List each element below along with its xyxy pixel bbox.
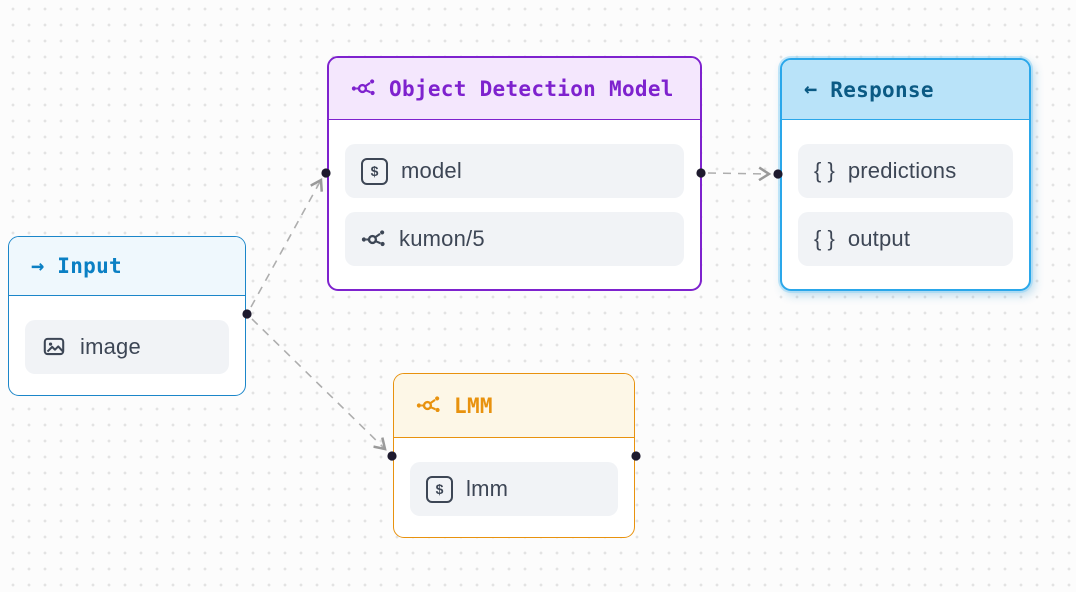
response-row-output-label: output bbox=[847, 226, 911, 251]
response-row-predictions-label: predictions bbox=[847, 158, 957, 183]
lmm-row-lmm: $ lmm bbox=[410, 462, 618, 516]
response-row-predictions: { } predictions bbox=[798, 144, 1013, 198]
handle-lmm-output[interactable] bbox=[631, 451, 641, 461]
edge-input-to-object-detection-model[interactable] bbox=[250, 180, 321, 308]
node-input-title: Input bbox=[57, 254, 122, 278]
node-response-header: ← Response bbox=[782, 60, 1029, 120]
node-object-detection-model[interactable]: Object Detection Model $ model bbox=[327, 56, 702, 291]
braces-icon: { } bbox=[814, 226, 835, 251]
parameter-dollar-icon: $ bbox=[426, 475, 453, 503]
node-input-header: → Input bbox=[9, 237, 245, 296]
input-row-image-label: image bbox=[80, 334, 141, 359]
odm-row-model-label: model bbox=[401, 158, 462, 183]
node-response-title: Response bbox=[830, 77, 934, 102]
parameter-dollar-icon: $ bbox=[361, 157, 388, 185]
handle-response-input[interactable] bbox=[773, 169, 783, 179]
node-input-body: image bbox=[9, 296, 245, 395]
node-response[interactable]: ← Response { } predictions { } output bbox=[780, 58, 1031, 291]
node-lmm-body: $ lmm bbox=[394, 438, 634, 537]
node-lmm[interactable]: LMM $ lmm bbox=[393, 373, 635, 538]
node-object-detection-model-body: $ model kumon/5 bbox=[329, 120, 700, 288]
response-row-output: { } output bbox=[798, 212, 1013, 266]
odm-row-model: $ model bbox=[345, 144, 684, 198]
network-icon bbox=[361, 227, 386, 252]
edge-object-detection-model-to-response[interactable] bbox=[707, 173, 769, 174]
arrow-left-icon: ← bbox=[804, 77, 818, 102]
handle-lmm-input[interactable] bbox=[387, 451, 397, 461]
input-row-image: image bbox=[25, 320, 229, 374]
odm-row-kumon: kumon/5 bbox=[345, 212, 684, 266]
handle-odm-output[interactable] bbox=[696, 168, 706, 178]
braces-icon: { } bbox=[814, 158, 835, 183]
node-lmm-title: LMM bbox=[454, 393, 493, 418]
arrow-right-icon: → bbox=[31, 253, 45, 279]
lmm-row-lmm-label: lmm bbox=[466, 476, 509, 501]
node-lmm-header: LMM bbox=[394, 374, 634, 438]
edge-input-to-lmm[interactable] bbox=[251, 318, 385, 449]
node-response-body: { } predictions { } output bbox=[782, 120, 1029, 288]
node-input[interactable]: → Input image bbox=[8, 236, 246, 396]
handle-input-output[interactable] bbox=[242, 309, 252, 319]
node-object-detection-model-title: Object Detection Model bbox=[389, 76, 674, 101]
image-icon bbox=[41, 334, 67, 360]
network-icon bbox=[416, 393, 441, 418]
network-icon bbox=[351, 76, 376, 101]
odm-row-kumon-label: kumon/5 bbox=[399, 226, 485, 251]
handle-odm-input[interactable] bbox=[321, 168, 331, 178]
node-object-detection-model-header: Object Detection Model bbox=[329, 58, 700, 120]
